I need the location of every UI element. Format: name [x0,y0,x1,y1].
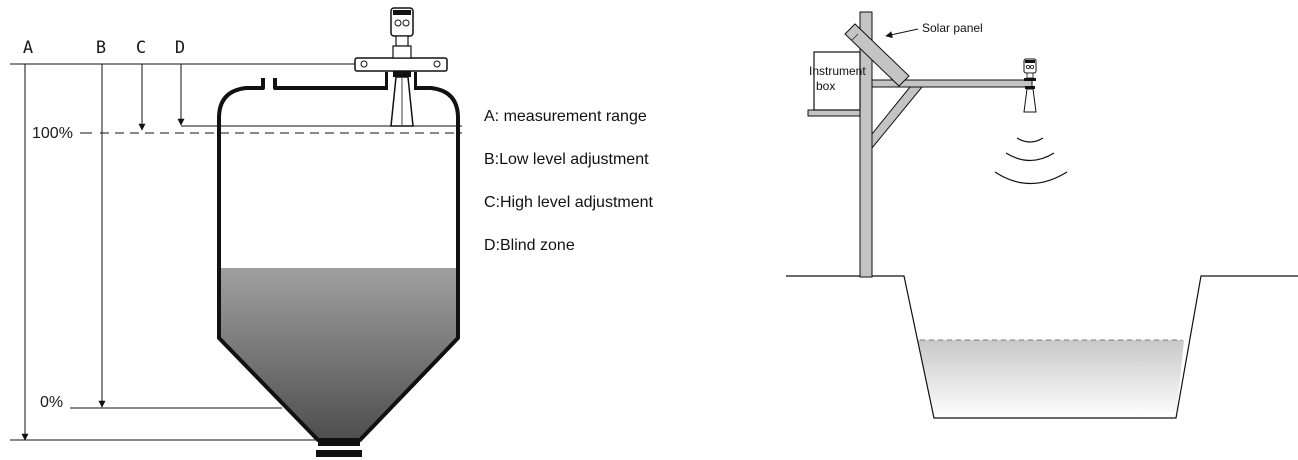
radar-wave-3 [994,171,1068,184]
channel-radar-collar [1025,86,1035,89]
legend-item-c: C:High level adjustment [484,194,654,211]
radar-body [392,45,412,59]
channel-radar-horn [1023,88,1037,113]
instrument-box [813,51,861,111]
radar-level-gauge [354,7,448,127]
radar-wave-2 [1005,152,1055,162]
flange-bolt-right [433,60,441,68]
open-channel-diagram: Instrument box Solar panel [786,11,1298,419]
cross-arm [871,79,1033,88]
channel-water [918,340,1184,418]
dimension-letter-c: C [136,38,146,58]
silo-outlet-neck [318,440,360,446]
legend-item-a: A: measurement range [484,108,647,125]
level-label-100: 100% [32,125,73,142]
silo-nozzle-right [414,72,417,90]
diagonal-brace [871,86,924,150]
flange-bolt-left [360,60,368,68]
legend-item-b: B:Low level adjustment [484,151,649,168]
silo-material-fill [219,268,458,440]
channel-radar-cap [1025,60,1035,63]
solar-panel-callout-arrow [885,28,919,39]
channel-radar-display-left [1026,65,1031,70]
level-label-0: 0% [40,394,63,411]
ground-trench-outline [786,275,1298,419]
channel-radar-display-right [1030,65,1035,70]
radar-collar [393,71,411,77]
silo-outlet-flange [316,450,362,457]
instrument-box-label-line1: Instrument [809,64,866,78]
channel-radar-neck [1026,72,1034,79]
dimension-letter-a: A [23,38,33,58]
channel-radar-gauge [1023,58,1037,113]
dimension-letter-d: D [175,38,185,58]
silo-diagram: A B C D 100% 0% [10,7,654,457]
radar-neck [395,35,409,47]
instrument-box-label-line2: box [816,79,835,93]
silo-nozzle-left [385,72,388,90]
radar-display-left [394,19,402,27]
legend-item-d: D:Blind zone [484,237,575,254]
solar-panel-detail [851,33,859,41]
radar-flange [354,57,448,72]
radar-wave-1 [1016,137,1044,143]
box-shelf [807,109,861,117]
solar-panel [844,23,910,87]
solar-panel-label: Solar panel [922,21,983,35]
channel-radar-mount [1024,78,1036,81]
radar-housing-cap [393,10,411,15]
dimension-letter-b: B [96,38,106,58]
radar-display-right [402,19,410,27]
